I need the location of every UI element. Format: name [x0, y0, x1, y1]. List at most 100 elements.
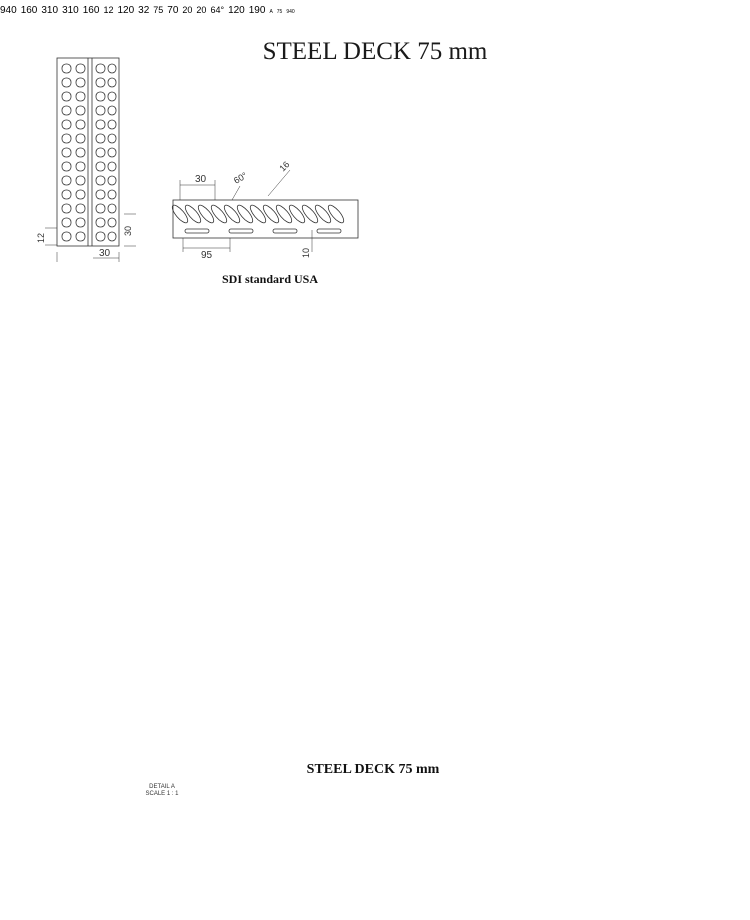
emboss-slot: [61, 231, 72, 242]
sdi-slot: [275, 204, 293, 224]
emboss-slot: [107, 147, 117, 158]
emboss-slot: [107, 231, 117, 242]
deck-caption-bottom: STEEL DECK 75 mm: [306, 762, 440, 777]
emboss-slot: [75, 189, 86, 200]
sdi-slot: [314, 204, 332, 224]
emboss-slot: [75, 91, 86, 102]
dim-sdi-angle: 60°: [232, 170, 249, 186]
emboss-slot: [61, 175, 72, 186]
emboss-slot: [95, 119, 106, 130]
emboss-slot: [95, 147, 106, 158]
detail-a-label: DETAIL A SCALE 1 : 1: [132, 784, 192, 798]
emboss-slot: [61, 217, 72, 228]
dim-bottom-940: 940: [286, 9, 295, 15]
emboss-slot: [75, 161, 86, 172]
dim-strip-30: 30: [123, 226, 133, 236]
sdi-slot: [288, 204, 306, 224]
emboss-slot: [75, 231, 86, 242]
dim-right-160: 160: [82, 5, 100, 16]
emboss-slot: [95, 231, 106, 242]
emboss-slot: [61, 203, 72, 214]
dim-left-160: 160: [20, 5, 38, 16]
emboss-slot: [61, 161, 72, 172]
emboss-slot: [61, 189, 72, 200]
sdi-slot: [184, 204, 202, 224]
dim-h20-left: 20: [182, 5, 193, 15]
emboss-slot: [107, 189, 117, 200]
dim-sdi-95: 95: [201, 250, 213, 261]
sdi-slot: [197, 204, 215, 224]
emboss-slot: [107, 105, 117, 116]
emboss-slot: [75, 217, 86, 228]
embossing-strip-drawing: [45, 57, 136, 262]
emboss-slot: [61, 105, 72, 116]
emboss-slot: [61, 147, 72, 158]
detail-a-title: DETAIL A: [149, 784, 175, 790]
emboss-slot: [75, 119, 86, 130]
dim-bot-190: 190: [248, 5, 266, 16]
emboss-slot: [107, 91, 117, 102]
sdi-embossing-drawing: [171, 169, 359, 252]
emboss-slot: [95, 77, 106, 88]
emboss-slot: [75, 175, 86, 186]
dim-mid-310-a: 310: [41, 5, 59, 16]
dim-w32: 32: [138, 5, 150, 16]
sdi-slot: [301, 204, 319, 224]
detail-marker-a: A: [269, 9, 273, 15]
emboss-slot: [107, 217, 117, 228]
emboss-slot: [75, 133, 86, 144]
emboss-slot: [95, 91, 106, 102]
emboss-slot: [75, 63, 86, 74]
sdi-bar: [228, 228, 254, 234]
dim-bot-120: 120: [228, 5, 245, 16]
dim-h12: 12: [103, 5, 114, 15]
emboss-slot: [95, 105, 106, 116]
emboss-slot: [61, 91, 72, 102]
dim-angle: 64°: [210, 5, 225, 15]
emboss-slot: [61, 119, 72, 130]
emboss-slot: [107, 203, 117, 214]
emboss-slot: [107, 175, 117, 186]
dim-sdi-30: 30: [195, 174, 207, 185]
sdi-bar: [184, 228, 210, 234]
sdi-slot: [171, 204, 189, 224]
sdi-slot: [236, 204, 254, 224]
emboss-slot: [95, 217, 106, 228]
page-title: STEEL DECK 75 mm: [262, 38, 488, 65]
dim-total-940: 940: [0, 5, 17, 16]
sdi-slot: [249, 204, 267, 224]
emboss-slot: [75, 77, 86, 88]
dim-w70: 70: [167, 5, 179, 16]
dim-top-120: 120: [117, 5, 135, 16]
sdi-bar: [272, 228, 298, 234]
emboss-slot: [61, 77, 72, 88]
emboss-slot: [75, 147, 86, 158]
dim-strip-12: 12: [36, 233, 46, 243]
emboss-slot: [61, 63, 72, 74]
emboss-slot: [61, 133, 72, 144]
emboss-slot: [107, 77, 117, 88]
emboss-slot: [107, 119, 117, 130]
emboss-slot: [95, 203, 106, 214]
dim-mid-310-b: 310: [62, 5, 79, 16]
emboss-slot: [75, 105, 86, 116]
sdi-slot: [327, 204, 345, 224]
sdi-slot: [262, 204, 280, 224]
sdi-slot: [223, 204, 241, 224]
detail-a-scale: SCALE 1 : 1: [145, 791, 179, 797]
dim-sdi-10: 10: [301, 248, 311, 258]
emboss-slot: [95, 161, 106, 172]
dim-bottom-75: 75: [276, 9, 283, 15]
dim-sdi-16: 16: [277, 159, 291, 173]
emboss-slot: [95, 133, 106, 144]
emboss-slot: [107, 63, 117, 74]
sdi-bar: [316, 228, 342, 234]
dim-h20-right: 20: [196, 5, 207, 15]
emboss-slot: [107, 161, 117, 172]
emboss-slot: [107, 133, 117, 144]
dim-strip-width: 30: [99, 248, 111, 259]
dim-h75: 75: [153, 5, 164, 15]
emboss-slot: [95, 63, 106, 74]
sdi-slot: [210, 204, 228, 224]
emboss-slot: [95, 189, 106, 200]
